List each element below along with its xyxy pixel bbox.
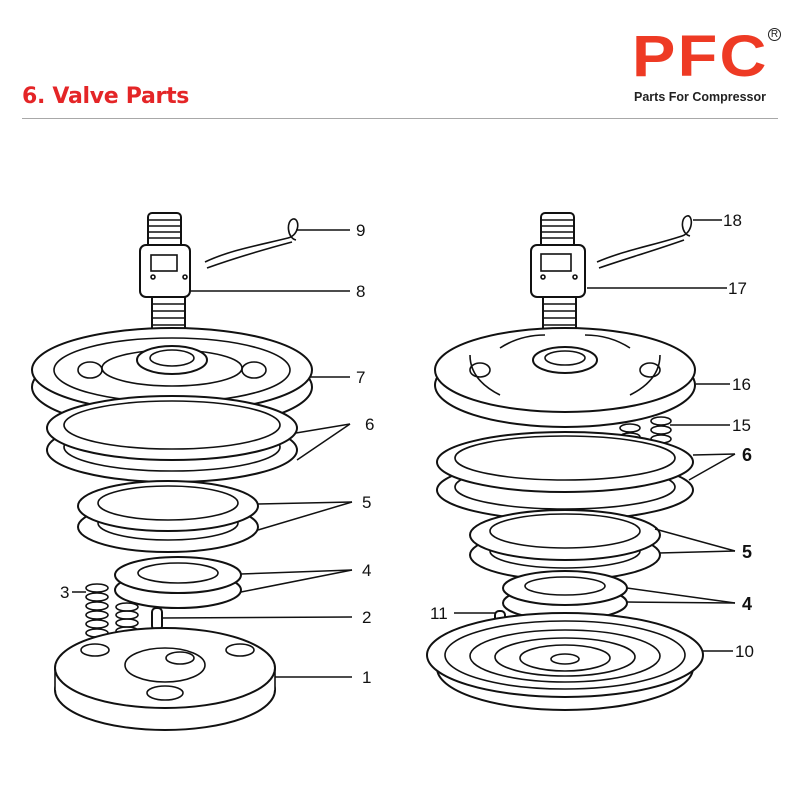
left-leader-lines (72, 229, 353, 678)
callout-6-right: 6 (742, 445, 752, 465)
part-gaskets-6-right (436, 431, 694, 521)
callout-7: 7 (356, 368, 365, 387)
part-reeds-5-right (469, 509, 661, 581)
header-divider (22, 118, 778, 119)
callout-3: 3 (60, 583, 69, 602)
part-base-1 (54, 627, 276, 731)
part-fitting-8 (139, 212, 191, 334)
part-clip-18 (596, 215, 693, 269)
callout-17: 17 (728, 279, 747, 298)
callout-16: 16 (732, 375, 751, 394)
callout-2: 2 (362, 608, 371, 627)
part-reeds-5 (77, 480, 259, 553)
callout-9: 9 (356, 221, 365, 240)
callout-5-right: 5 (742, 542, 752, 562)
logo-mark: PFC (632, 24, 769, 89)
callout-4: 4 (362, 561, 371, 580)
brand-tagline: Parts For Compressor (634, 90, 766, 104)
right-assembly: 18 17 16 15 6 5 4 11 10 (426, 211, 754, 711)
part-retainer-4 (114, 556, 242, 609)
callout-8: 8 (356, 282, 365, 301)
brand-logo: PFC R Parts For Compressor (632, 28, 782, 108)
callout-6: 6 (365, 415, 374, 434)
callout-1: 1 (362, 668, 371, 687)
page-title: 6. Valve Parts (22, 84, 190, 109)
part-gaskets-6 (46, 395, 298, 483)
right-leader-lines (454, 219, 736, 652)
callout-10: 10 (735, 642, 754, 661)
callout-15: 15 (732, 416, 751, 435)
part-clip-9 (204, 218, 299, 269)
callout-18: 18 (723, 211, 742, 230)
callout-11: 11 (430, 604, 448, 623)
left-assembly: 9 8 7 6 5 4 3 2 1 (31, 212, 374, 731)
part-pin-2 (151, 607, 163, 631)
part-fitting-17 (530, 212, 586, 334)
callout-5: 5 (362, 493, 371, 512)
registered-icon: R (768, 28, 781, 41)
part-base-10 (426, 612, 704, 711)
part-valve-plate-16 (434, 327, 696, 428)
callout-4-right: 4 (742, 594, 752, 614)
